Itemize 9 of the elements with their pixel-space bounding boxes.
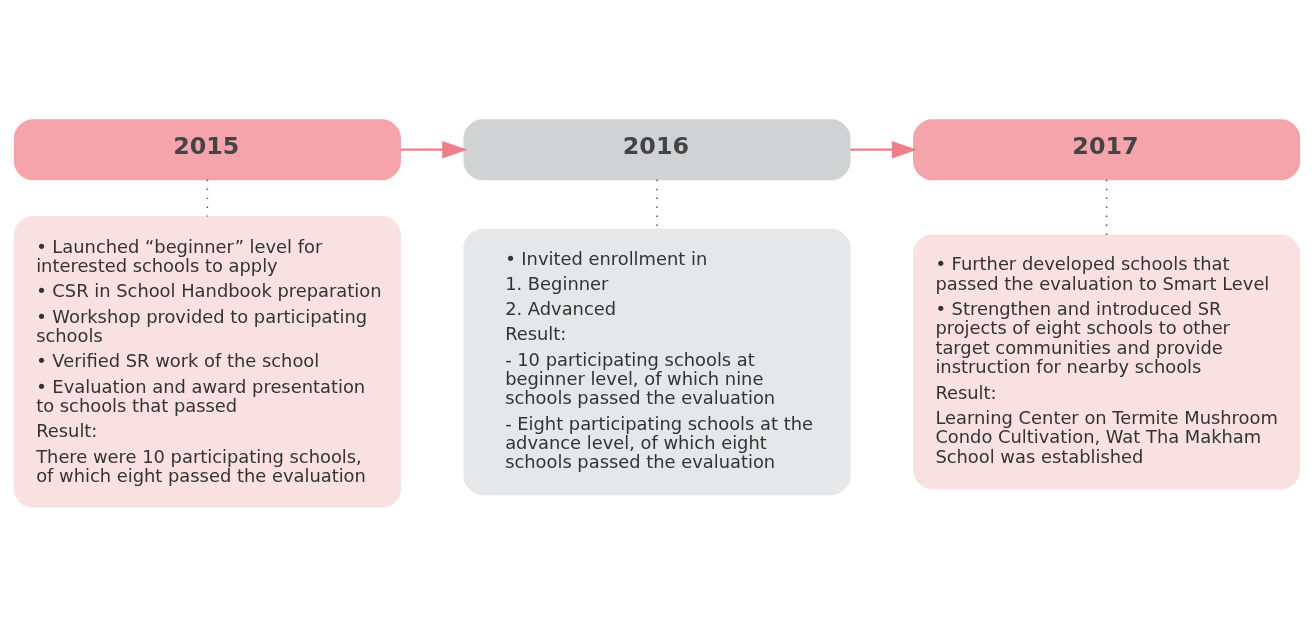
node-box: 2015 bbox=[13, 118, 401, 180]
node-box: • Invited enrollment in 1. Beginner 2. Advanced Result: - 10 participating schools at beginner level, of which nine schools passed the evaluation - Eight participating schools at the advance level, of which eight schools passed the evaluation bbox=[463, 228, 851, 495]
node-box: 2017 bbox=[913, 118, 1301, 180]
node-box: • Launched “beginner” level for interested schools to apply • CSR in School Handbook preparation • Workshop provided to participating schools • Verified SR work of the school • Evaluation and award presentation to schools that passed Result: There were 10 participating schools, of which eight passed the evaluation bbox=[13, 215, 401, 508]
connector bbox=[1105, 178, 1108, 236]
node-box: 2016 bbox=[463, 118, 851, 180]
node-box: • Further developed schools that passed the evaluation to Smart Level • Strengthen and introduced SR projects of eight schools to other target communities and provide instruction for nearby schools Result: Learning Center on Termite Mushroom Condo Cultivation, Wat Tha Makham School was established bbox=[913, 234, 1301, 489]
arrow bbox=[400, 140, 468, 159]
arrow bbox=[850, 140, 918, 159]
